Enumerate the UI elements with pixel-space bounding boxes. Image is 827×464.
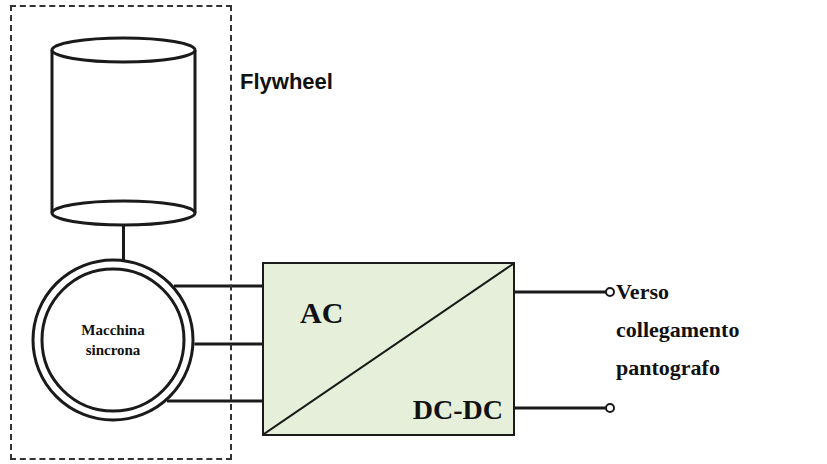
machine-outline	[31, 258, 195, 422]
shaft-line	[122, 225, 125, 264]
machine-circle: Macchina sincrona	[31, 258, 195, 422]
output-label: Verso collegamento pantografo	[616, 273, 791, 387]
converter-box: AC DC-DC	[262, 262, 515, 436]
converter-output-label: DC-DC	[413, 394, 503, 426]
flywheel-cylinder	[52, 38, 195, 225]
output-wires	[515, 292, 606, 408]
converter-input-label: AC	[300, 296, 343, 330]
group-title: Flywheel	[240, 69, 333, 95]
terminal-dots	[606, 288, 614, 412]
machine-label: Macchina sincrona	[58, 320, 168, 360]
flywheel-group-box: FlywheelMacchina sincrona	[10, 5, 232, 460]
